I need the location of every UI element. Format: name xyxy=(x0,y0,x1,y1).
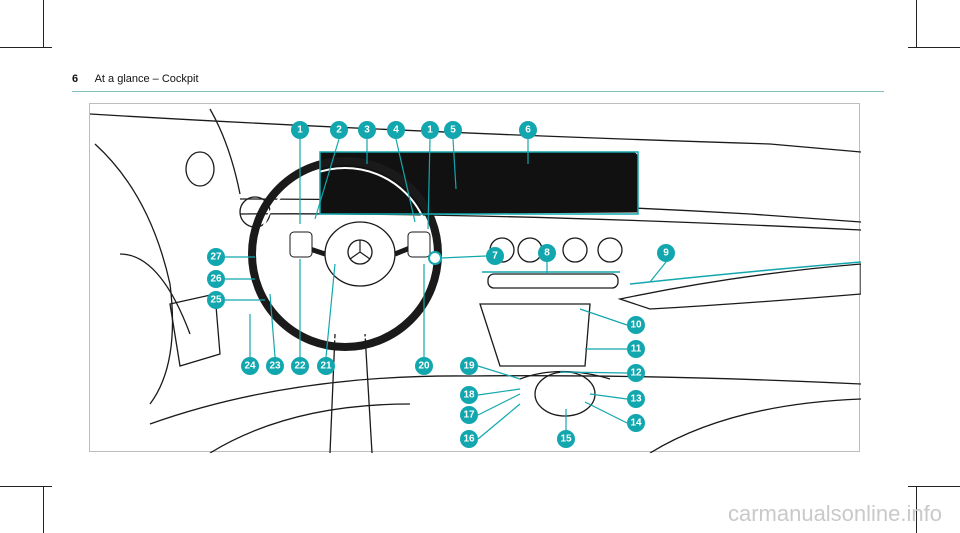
svg-text:15: 15 xyxy=(560,434,572,445)
page-header: 6 At a glance – Cockpit xyxy=(72,73,199,85)
watermark: carmanualsonline.info xyxy=(727,501,942,526)
crop-mark-br-v xyxy=(916,486,917,533)
svg-text:24: 24 xyxy=(244,361,256,372)
svg-text:3: 3 xyxy=(364,125,370,136)
svg-text:27: 27 xyxy=(210,252,222,263)
callout-7: 7 xyxy=(486,247,504,265)
svg-text:13: 13 xyxy=(630,394,642,405)
door-trim xyxy=(119,253,191,335)
crop-mark-tr-h xyxy=(908,47,960,48)
callout-25: 25 xyxy=(207,291,225,309)
svg-text:16: 16 xyxy=(463,434,475,445)
svg-text:23: 23 xyxy=(269,361,281,372)
steering-column xyxy=(329,333,373,454)
svg-text:4: 4 xyxy=(393,125,399,136)
callout-26: 26 xyxy=(207,270,225,288)
callout-4: 4 xyxy=(387,121,405,139)
touchpad-area xyxy=(534,371,596,417)
svg-text:6: 6 xyxy=(525,125,531,136)
crop-mark-tl-v xyxy=(43,0,44,48)
svg-text:22: 22 xyxy=(294,361,306,372)
callout-16: 16 xyxy=(460,430,478,448)
speaker-ring xyxy=(185,151,215,187)
cockpit-drawing: 1 2 3 4 1 5 6 7 8 9 10 11 12 13 14 15 16… xyxy=(89,108,862,454)
right-touch-control xyxy=(407,231,431,258)
callout-3: 3 xyxy=(358,121,376,139)
callout-11: 11 xyxy=(627,340,645,358)
crop-mark-tr-v xyxy=(916,0,917,48)
svg-text:7: 7 xyxy=(492,251,498,262)
callout-17: 17 xyxy=(460,406,478,424)
window-switch-panel xyxy=(169,293,221,367)
crop-mark-bl-v xyxy=(43,486,44,533)
left-seat xyxy=(209,403,411,454)
callout-1b: 1 xyxy=(421,121,439,139)
svg-text:2: 2 xyxy=(336,125,342,136)
callout-10: 10 xyxy=(627,316,645,334)
callout-6: 6 xyxy=(519,121,537,139)
leader-lines xyxy=(225,138,667,440)
svg-text:18: 18 xyxy=(463,390,475,401)
svg-text:12: 12 xyxy=(630,368,642,379)
callout-21: 21 xyxy=(317,357,335,375)
callout-1: 1 xyxy=(291,121,309,139)
page-number: 6 xyxy=(72,73,79,85)
star-emblem-lines xyxy=(349,240,371,260)
start-button xyxy=(428,251,442,265)
callout-18: 18 xyxy=(460,386,478,404)
control-strip xyxy=(487,273,619,289)
glovebox-highlight xyxy=(629,261,862,285)
callout-23: 23 xyxy=(266,357,284,375)
callout-13: 13 xyxy=(627,390,645,408)
svg-text:9: 9 xyxy=(663,248,669,259)
crop-mark-bl-h xyxy=(0,486,52,487)
svg-text:26: 26 xyxy=(210,274,222,285)
windshield-line xyxy=(89,113,862,153)
svg-text:1: 1 xyxy=(427,125,433,136)
door-curve xyxy=(94,143,174,405)
svg-text:1: 1 xyxy=(297,125,303,136)
glovebox xyxy=(617,263,862,310)
vent-3 xyxy=(562,237,588,263)
vent-4 xyxy=(597,237,623,263)
a-pillar xyxy=(209,108,241,195)
crop-mark-tl-h xyxy=(0,47,52,48)
display-highlight xyxy=(319,151,639,215)
callout-20: 20 xyxy=(415,357,433,375)
callout-2: 2 xyxy=(330,121,348,139)
callout-12: 12 xyxy=(627,364,645,382)
callout-5: 5 xyxy=(444,121,462,139)
callout-14: 14 xyxy=(627,414,645,432)
svg-text:14: 14 xyxy=(630,418,642,429)
dash-line xyxy=(239,213,862,231)
left-touch-control xyxy=(289,231,313,258)
vent-2 xyxy=(517,237,543,263)
svg-text:19: 19 xyxy=(463,361,475,372)
svg-text:20: 20 xyxy=(418,361,430,372)
header-rule xyxy=(72,91,884,92)
callout-27: 27 xyxy=(207,248,225,266)
callout-22: 22 xyxy=(291,357,309,375)
svg-text:21: 21 xyxy=(320,361,332,372)
seat-line xyxy=(149,375,862,425)
svg-text:5: 5 xyxy=(450,125,456,136)
callout-24: 24 xyxy=(241,357,259,375)
svg-text:11: 11 xyxy=(631,344,642,355)
airbag-hub xyxy=(324,221,396,287)
callout-8: 8 xyxy=(538,244,556,262)
svg-text:25: 25 xyxy=(210,295,222,306)
callout-19: 19 xyxy=(460,357,478,375)
crop-mark-br-h xyxy=(908,486,960,487)
svg-text:10: 10 xyxy=(630,320,642,331)
callout-15: 15 xyxy=(557,430,575,448)
callout-9: 9 xyxy=(657,244,675,262)
cockpit-illustration: 1 2 3 4 1 5 6 7 8 9 10 11 12 13 14 15 16… xyxy=(89,103,862,454)
center-console xyxy=(479,303,591,367)
svg-text:17: 17 xyxy=(463,410,475,421)
right-seat xyxy=(649,398,862,454)
page-title: At a glance – Cockpit xyxy=(94,73,199,85)
svg-text:8: 8 xyxy=(544,248,550,259)
